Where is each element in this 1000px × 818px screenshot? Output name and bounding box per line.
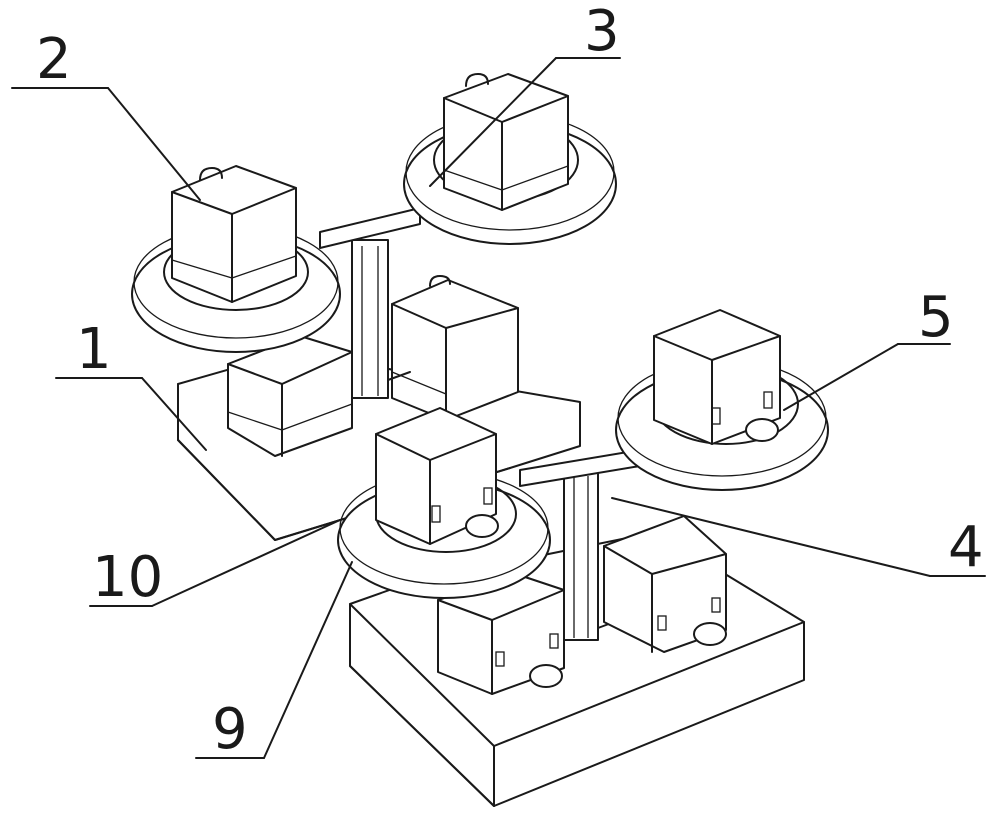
label-1: 1	[76, 317, 112, 382]
label-5: 5	[918, 285, 954, 350]
back-assembly	[131, 73, 617, 541]
front-right-box	[653, 309, 781, 445]
label-2: 2	[36, 27, 72, 92]
front-lower-box-right	[603, 515, 727, 653]
back-crossbar	[319, 207, 421, 249]
callout-labels: 2 3 1 5 4 10 9	[36, 0, 984, 762]
label-10: 10	[92, 545, 163, 610]
label-9: 9	[212, 697, 248, 762]
label-4: 4	[948, 515, 984, 580]
back-lower-box-right	[391, 275, 519, 421]
leader-lines	[11, 57, 986, 759]
back-left-box	[171, 165, 297, 303]
label-3: 3	[584, 0, 620, 64]
back-right-box	[443, 73, 569, 211]
front-column	[563, 469, 631, 641]
front-left-box	[375, 407, 499, 545]
front-assembly	[337, 309, 829, 807]
back-column	[351, 239, 411, 399]
